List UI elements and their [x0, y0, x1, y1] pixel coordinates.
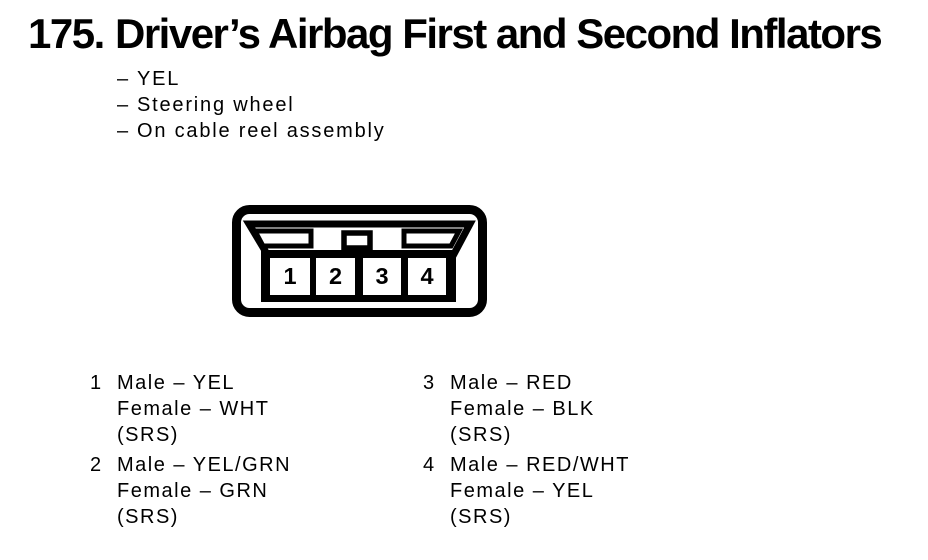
- pin-wire-line: Female – WHT: [117, 398, 270, 420]
- pin-wire-line: (SRS): [450, 506, 512, 528]
- pin-number: 2: [90, 454, 102, 476]
- pin-cell-4: [408, 258, 446, 295]
- pin-cell-number-2: 2: [329, 263, 342, 289]
- pin-wire-info: Male – RED/WHT Female – YEL (SRS): [450, 452, 630, 530]
- keyway-notch-center: [341, 230, 373, 251]
- pin-wire-line: (SRS): [117, 506, 179, 528]
- detail-text: Steering wheel: [137, 94, 295, 116]
- pin-cell-3: [363, 258, 401, 295]
- page-heading: 175. Driver’s Airbag First and Second In…: [28, 10, 883, 57]
- detail-list: – YEL – Steering wheel – On cable reel a…: [117, 66, 386, 144]
- dash-bullet: –: [117, 94, 129, 116]
- pin-legend-item-4: 4 Male – RED/WHT Female – YEL (SRS): [421, 452, 630, 530]
- pin-wire-line: Female – BLK: [450, 398, 595, 420]
- pin-number: 1: [90, 372, 102, 394]
- pin-wire-line: (SRS): [117, 424, 179, 446]
- pin-wire-line: Male – RED/WHT: [450, 454, 630, 476]
- pin-wire-line: Female – GRN: [117, 480, 269, 502]
- pin-wire-line: Male – YEL: [117, 372, 236, 394]
- detail-text: On cable reel assembly: [137, 120, 386, 142]
- pin-wire-line: (SRS): [450, 424, 512, 446]
- pin-wire-line: Female – YEL: [450, 480, 595, 502]
- detail-item: – Steering wheel: [117, 92, 386, 118]
- pin-legend-item-1: 1 Male – YEL Female – WHT (SRS): [88, 370, 291, 448]
- pin-number: 3: [423, 372, 435, 394]
- dash-bullet: –: [117, 68, 129, 90]
- pin-wire-info: Male – YEL Female – WHT (SRS): [117, 370, 269, 448]
- keyway-slot-right: [401, 228, 464, 249]
- pin-wire-line: Male – RED: [450, 372, 573, 394]
- pin-legend-item-2: 2 Male – YEL/GRN Female – GRN (SRS): [88, 452, 291, 530]
- pin-number: 4: [423, 454, 435, 476]
- section-number: 175.: [28, 10, 105, 57]
- detail-text: YEL: [137, 68, 181, 90]
- keyway-slot-left: [250, 228, 314, 249]
- pin-wire-info: Male – YEL/GRN Female – GRN (SRS): [117, 452, 291, 530]
- pin-legend-left: 1 Male – YEL Female – WHT (SRS) 2 Male –…: [88, 370, 291, 530]
- dash-bullet: –: [117, 120, 129, 142]
- pin-cell-number-4: 4: [420, 263, 433, 289]
- pin-cell-number-3: 3: [375, 263, 388, 289]
- connector-diagram: 1 2 3 4: [230, 203, 490, 321]
- pin-cell-1: [270, 258, 310, 295]
- page-title: Driver’s Airbag First and Second Inflato…: [115, 10, 883, 57]
- pin-cell-number-1: 1: [283, 263, 296, 289]
- pin-legend-item-3: 3 Male – RED Female – BLK (SRS): [421, 370, 630, 448]
- detail-item: – On cable reel assembly: [117, 118, 386, 144]
- pin-wire-line: Male – YEL/GRN: [117, 454, 292, 476]
- pin-legend-right: 3 Male – RED Female – BLK (SRS) 4 Male –…: [421, 370, 630, 530]
- pin-wire-info: Male – RED Female – BLK (SRS): [450, 370, 595, 448]
- pin-cell-2: [316, 258, 355, 295]
- detail-item: – YEL: [117, 66, 386, 92]
